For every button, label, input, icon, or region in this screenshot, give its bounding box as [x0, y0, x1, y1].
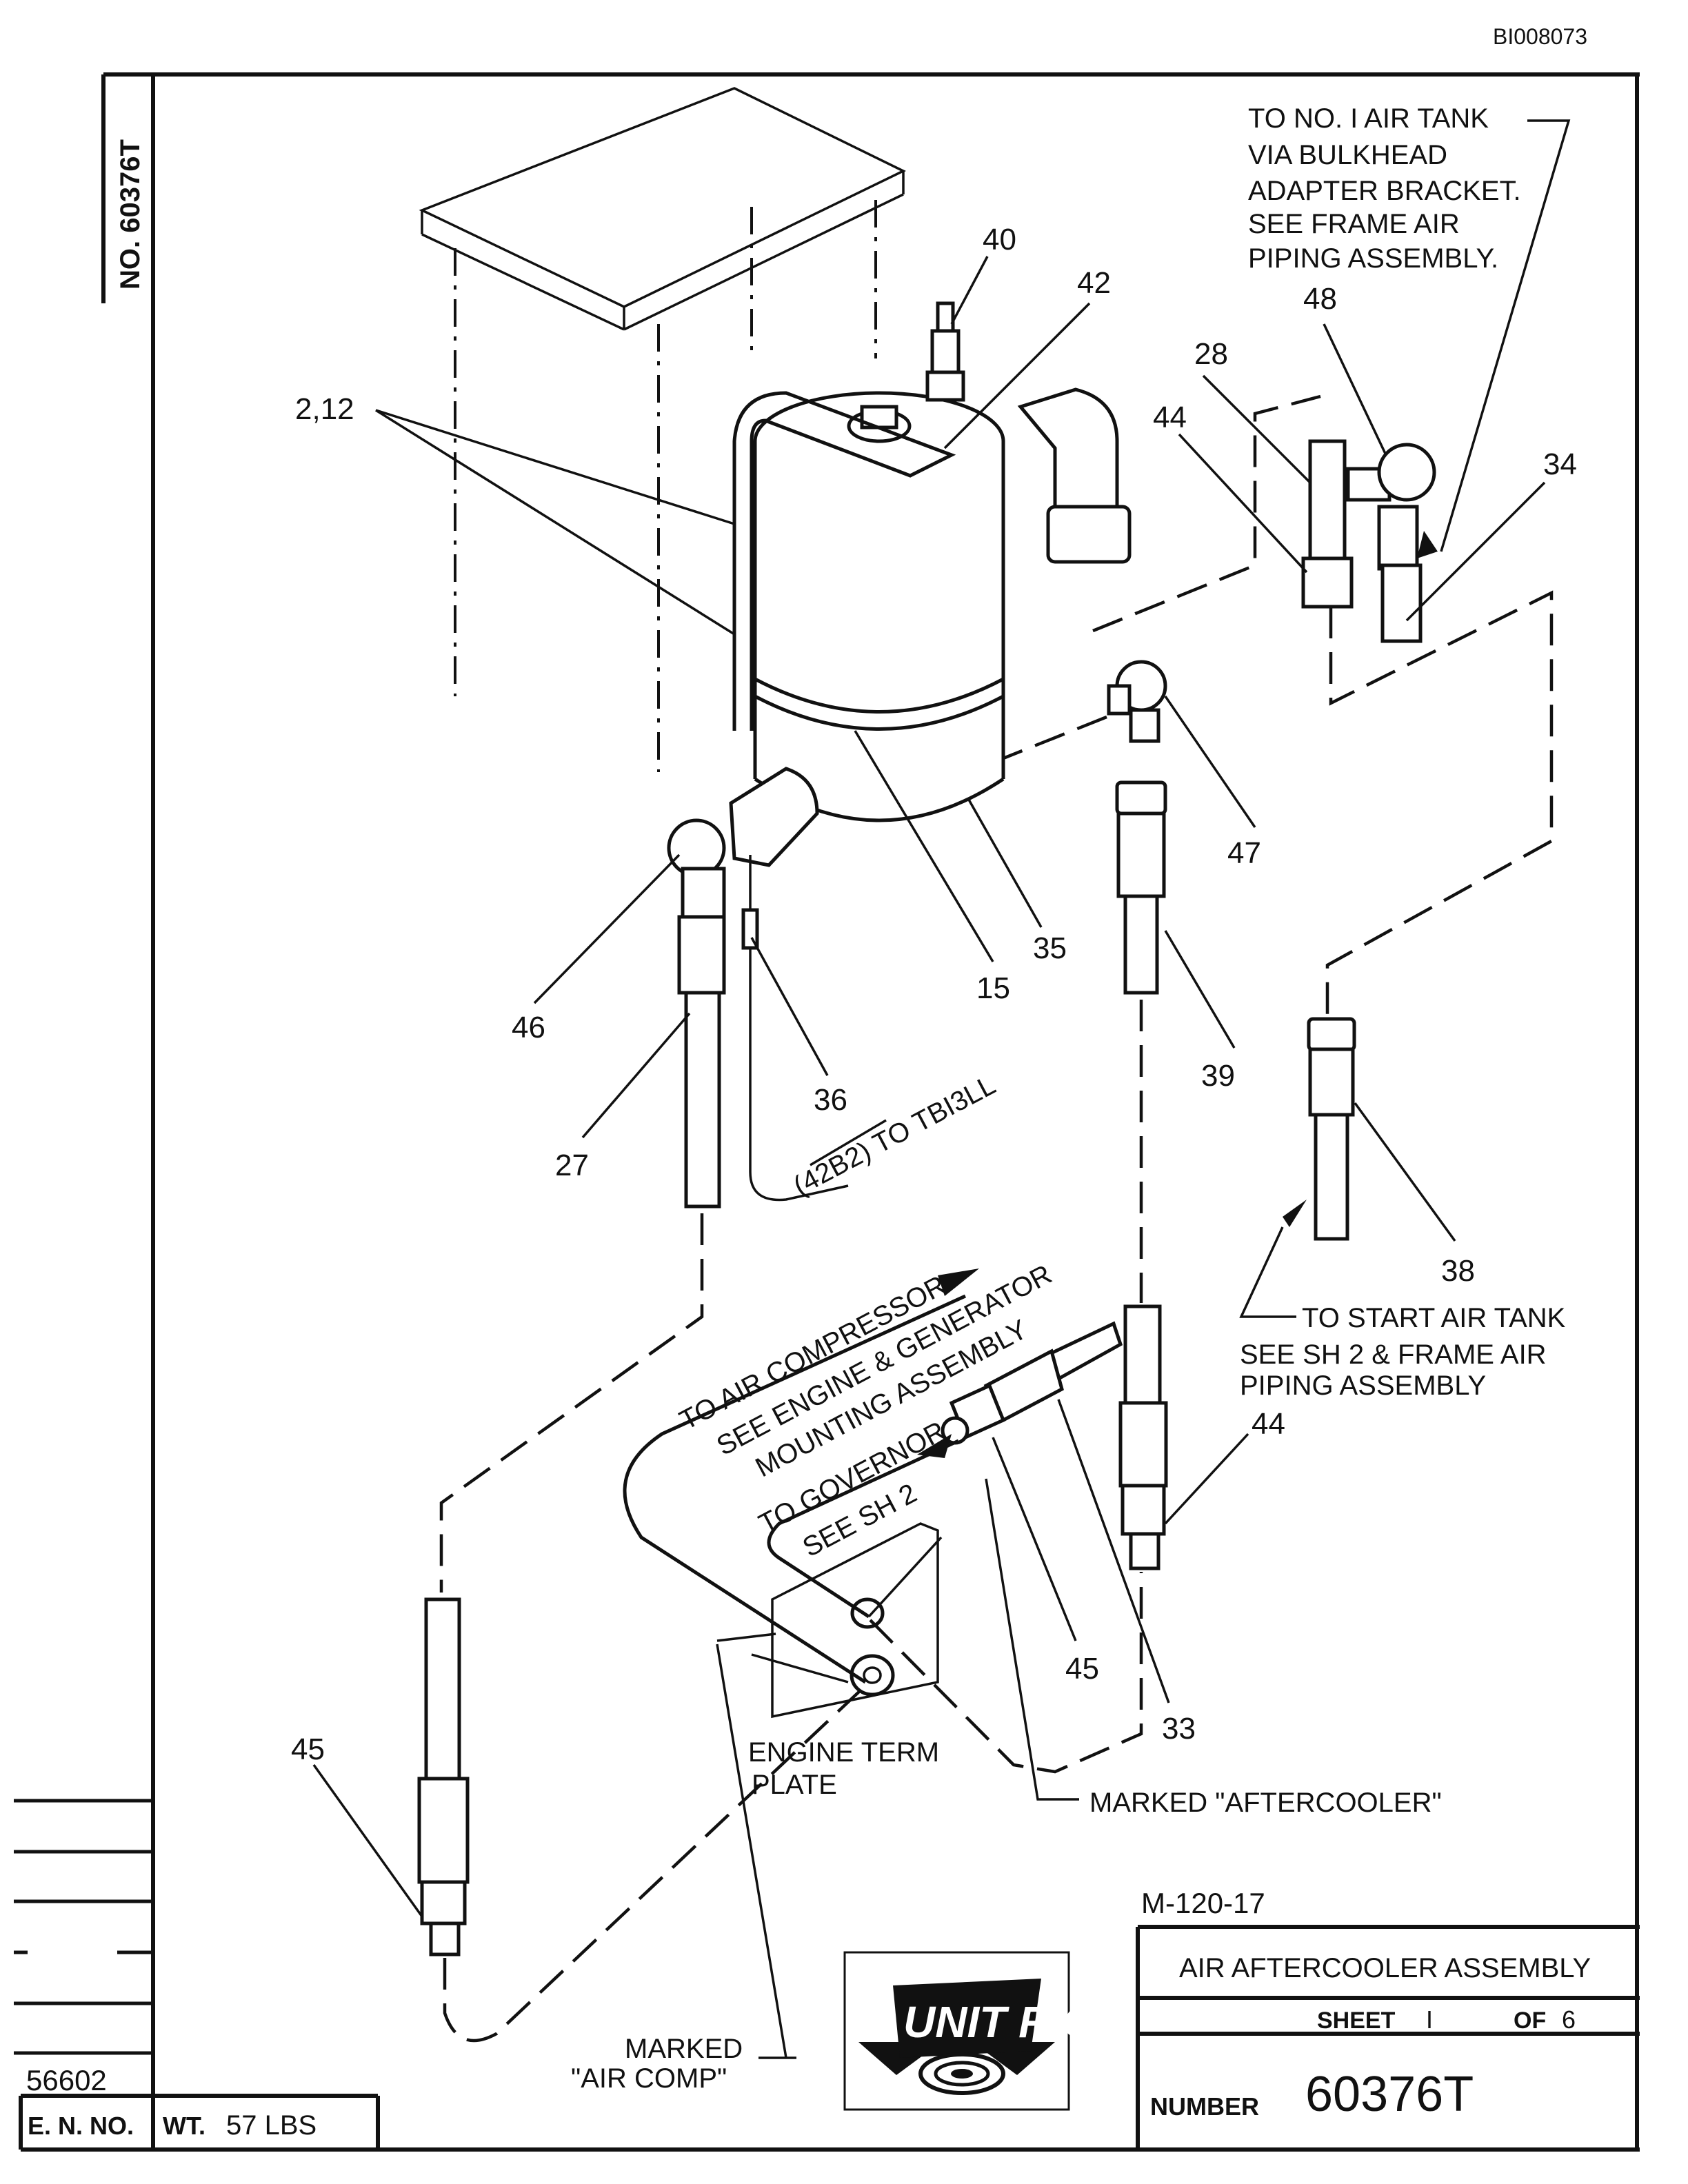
- of-label: OF: [1514, 2008, 1546, 2034]
- svg-text:SEE SH 2 & FRAME AIR: SEE SH 2 & FRAME AIR: [1240, 1339, 1547, 1370]
- lower-left-block: 56602 E. N. NO. WT. 57 LBS: [26, 2064, 316, 2141]
- engine-terminal-plate: [771, 1522, 939, 1719]
- reference-number: 56602: [26, 2064, 107, 2096]
- note-start-air-tank: TO START AIR TANK SEE SH 2 & FRAME AIR P…: [1240, 1303, 1566, 1401]
- note-marked-air-comp: MARKED "AIR COMP": [571, 2034, 743, 2094]
- svg-text:TO START AIR TANK: TO START AIR TANK: [1302, 1303, 1566, 1333]
- drawing-border: [14, 72, 1640, 2152]
- callout-42: 42: [1077, 266, 1111, 300]
- side-drawing-number: NO. 60376T: [115, 139, 145, 290]
- tee-fitting-assembly: [1301, 439, 1436, 643]
- hose-45-lower: [417, 1597, 470, 1957]
- callout-15: 15: [976, 971, 1010, 1005]
- svg-text:PIPING ASSEMBLY: PIPING ASSEMBLY: [1240, 1371, 1486, 1401]
- callout-35: 35: [1033, 931, 1067, 965]
- svg-text:ADAPTER BRACKET.: ADAPTER BRACKET.: [1248, 176, 1521, 206]
- callout-2-12: 2,12: [295, 392, 354, 426]
- governor-fitting: [941, 1321, 1123, 1445]
- svg-text:SEE FRAME AIR: SEE FRAME AIR: [1248, 209, 1460, 239]
- unit-rig-logo: UNIT RIG: [843, 1951, 1097, 2111]
- en-number-label: E. N. NO.: [28, 2112, 134, 2140]
- callout-38: 38: [1441, 1254, 1475, 1288]
- svg-text:PIPING ASSEMBLY.: PIPING ASSEMBLY.: [1248, 243, 1498, 274]
- hose-38: [1307, 1017, 1356, 1241]
- svg-text:VIA BULKHEAD: VIA BULKHEAD: [1248, 140, 1447, 170]
- sheet-label: SHEET: [1317, 2008, 1396, 2034]
- callout-40: 40: [983, 223, 1016, 256]
- callout-46: 46: [512, 1011, 545, 1044]
- callouts: 2,12 40 42 28 44 48 34 47 35 15 46 36 27…: [291, 223, 1577, 1766]
- callout-48: 48: [1303, 282, 1337, 316]
- wire-routing: [623, 1294, 967, 1684]
- note-air-tank: TO NO. I AIR TANK VIA BULKHEAD ADAPTER B…: [1248, 103, 1521, 274]
- weight-label: WT.: [163, 2112, 205, 2140]
- leader-lines: [312, 119, 1571, 2059]
- callout-39: 39: [1201, 1059, 1235, 1093]
- callout-44-top: 44: [1153, 401, 1187, 434]
- note-engine-term-plate: ENGINE TERM PLATE: [748, 1737, 939, 1800]
- number-label: NUMBER: [1150, 2092, 1259, 2121]
- svg-text:ENGINE TERM: ENGINE TERM: [748, 1737, 939, 1768]
- hose-39: [1115, 780, 1167, 995]
- flow-arrows: [917, 531, 1438, 1458]
- drawing-title: AIR AFTERCOOLER ASSEMBLY: [1179, 1953, 1591, 1983]
- hose-27: [677, 915, 726, 1209]
- svg-text:SEE ENGINE & GENERATOR: SEE ENGINE & GENERATOR: [712, 1259, 1056, 1462]
- document-id: BI008073: [1493, 24, 1587, 49]
- callout-34: 34: [1543, 447, 1577, 481]
- frame-phantom: [419, 87, 906, 772]
- sheet-total: 6: [1562, 2005, 1576, 2034]
- callout-47: 47: [1227, 836, 1261, 870]
- svg-text:"AIR COMP": "AIR COMP": [571, 2063, 727, 2094]
- drain-valve: [925, 301, 965, 402]
- svg-text:TO NO. I AIR TANK: TO NO. I AIR TANK: [1248, 103, 1489, 134]
- callout-28: 28: [1194, 337, 1228, 371]
- drawing-number: 60376T: [1305, 2067, 1474, 2122]
- callout-45-lower: 45: [291, 1732, 325, 1766]
- callout-27: 27: [555, 1149, 589, 1182]
- sensor-wire: [741, 855, 849, 1202]
- drawing-reference: M-120-17: [1141, 1887, 1265, 1919]
- note-marked-aftercooler: MARKED "AFTERCOOLER": [1089, 1788, 1442, 1818]
- tank-straps: [732, 391, 956, 731]
- title-block: M-120-17 AIR AFTERCOOLER ASSEMBLY SHEET …: [1136, 1887, 1640, 2150]
- outlet-elbow: [1017, 387, 1132, 564]
- elbow-47: [1107, 660, 1167, 743]
- svg-text:MARKED: MARKED: [625, 2034, 743, 2064]
- aftercooler-tank: [753, 391, 1005, 822]
- callout-33: 33: [1162, 1712, 1196, 1746]
- callout-36: 36: [814, 1083, 847, 1117]
- logo-text: UNIT RIG: [903, 1997, 1097, 2047]
- weight-value: 57 LBS: [226, 2110, 316, 2141]
- callout-45-mid: 45: [1065, 1652, 1099, 1686]
- svg-text:PLATE: PLATE: [752, 1770, 837, 1800]
- sheet-number: I: [1426, 2005, 1433, 2034]
- inlet-elbow: [667, 767, 819, 919]
- hose-44-lower: [1118, 1304, 1168, 1570]
- callout-44-lower: 44: [1252, 1407, 1285, 1441]
- piping-run-lines: [439, 394, 1554, 2043]
